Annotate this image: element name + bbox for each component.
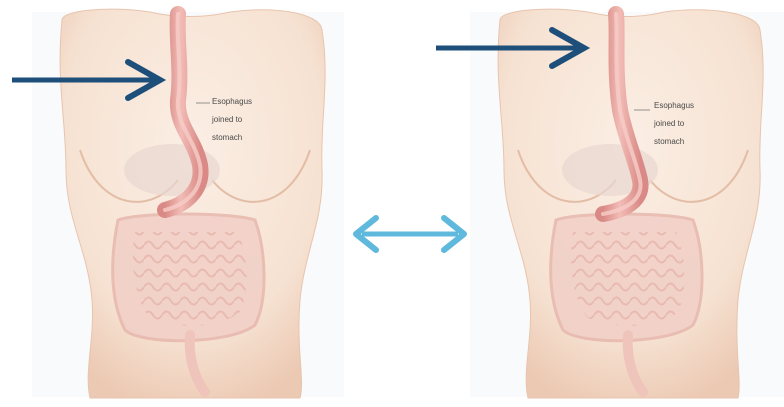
left-torso	[60, 9, 325, 398]
left-esophagus-label: Esophagus joined to stomach	[212, 88, 252, 151]
right-label-line-3: stomach	[654, 137, 694, 146]
left-small-intestine	[133, 232, 247, 326]
right-small-intestine	[571, 232, 685, 326]
left-label-line-2: joined to	[212, 115, 252, 124]
right-torso	[498, 9, 763, 398]
left-label-line-1: Esophagus	[212, 97, 252, 106]
right-label-line-2: joined to	[654, 119, 694, 128]
double-arrow-icon	[356, 218, 464, 250]
right-esophagus-label: Esophagus joined to stomach	[654, 92, 694, 155]
left-label-line-3: stomach	[212, 133, 252, 142]
right-label-line-1: Esophagus	[654, 101, 694, 110]
